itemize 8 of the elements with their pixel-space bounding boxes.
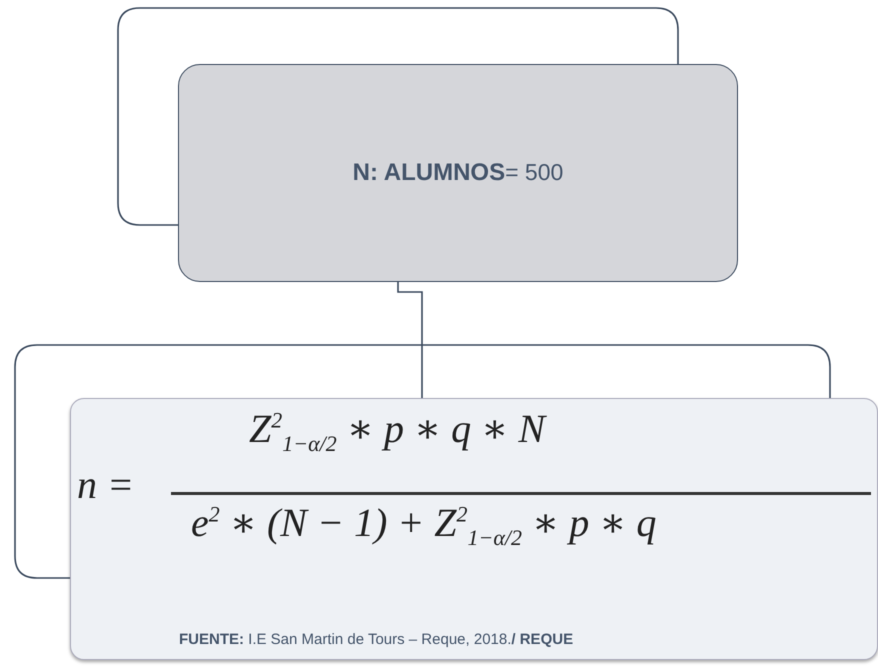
process-box — [178, 64, 738, 282]
formula-text: n = — [77, 461, 134, 508]
formula-denominator: e$^{2}$ ∗ (N − 1) + Z$^{2}$$_{1−α/2}$ ∗ p ∗ q — [191, 499, 656, 551]
formula-numerator: Z$^{2}$$_{1−α/2}$ ∗ p ∗ q ∗ N — [249, 405, 546, 457]
source-note: FUENTE: I.E San Martin de Tours – Reque, 2018./ REQUE — [179, 631, 574, 648]
connector-line — [397, 282, 423, 398]
formula-panel — [70, 398, 878, 660]
node-label: N: ALUMNOS= 500 — [352, 159, 564, 187]
